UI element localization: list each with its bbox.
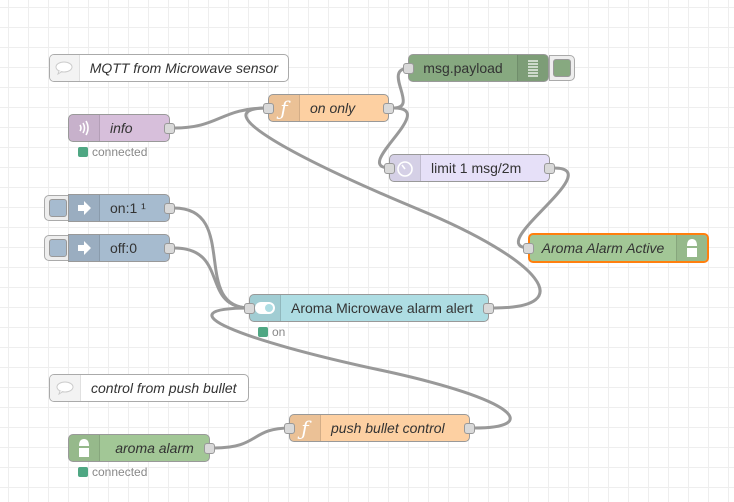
function-icon: ƒ [269, 95, 300, 121]
node-push-bullet-control[interactable]: ƒ push bullet control [284, 414, 475, 442]
output-port[interactable] [383, 103, 394, 114]
status-connected: connected [78, 145, 147, 159]
node-alarm-alert[interactable]: Aroma Microwave alarm alert [244, 294, 494, 322]
output-port[interactable] [164, 203, 175, 214]
radio-wave-icon [69, 115, 100, 141]
status-connected: connected [78, 465, 147, 479]
speech-bubble-icon [50, 55, 80, 81]
node-on1[interactable]: on:1 ¹ [68, 194, 175, 222]
wire-off0-to-alert[interactable] [173, 246, 251, 310]
output-port[interactable] [164, 243, 175, 254]
node-label: aroma alarm [115, 440, 194, 456]
debug-toggle-button[interactable] [549, 55, 575, 81]
node-aroma-alarm[interactable]: aroma alarm [68, 434, 215, 462]
status-dot [258, 327, 268, 337]
input-port[interactable] [263, 103, 274, 114]
input-port[interactable] [403, 63, 414, 74]
node-label: msg.payload [423, 60, 503, 76]
status-dot [78, 467, 88, 477]
status-text: connected [92, 145, 148, 159]
node-label: Aroma Microwave alarm alert [291, 300, 474, 316]
list-icon [517, 55, 548, 81]
arrow-right-icon [69, 195, 100, 221]
wire-aroma-alarm-to-push-control[interactable] [213, 426, 291, 450]
node-aroma-alarm-active[interactable]: Aroma Alarm Active [523, 233, 709, 263]
node-on-only[interactable]: ƒ on only [263, 94, 394, 122]
status-on: on [258, 325, 285, 339]
node-label: Aroma Alarm Active [541, 240, 665, 256]
output-port[interactable] [204, 443, 215, 454]
bullet-icon [676, 235, 707, 261]
function-icon: ƒ [290, 415, 321, 441]
comment-label: MQTT from Microwave sensor [89, 60, 278, 76]
node-label: limit 1 msg/2m [431, 160, 522, 176]
wire-on-only-to-limit[interactable] [378, 106, 409, 170]
output-port[interactable] [464, 423, 475, 434]
node-label: on:1 ¹ [110, 200, 146, 216]
comment-node-mqtt[interactable]: MQTT from Microwave sensor [49, 54, 289, 82]
output-port[interactable] [483, 303, 494, 314]
wire-on-only-to-debug[interactable] [393, 66, 411, 110]
status-text: on [272, 325, 286, 339]
input-port[interactable] [284, 423, 295, 434]
node-msg-payload[interactable]: msg.payload [403, 54, 549, 82]
input-port[interactable] [523, 243, 534, 254]
input-port[interactable] [384, 163, 395, 174]
node-label: off:0 [110, 240, 137, 256]
speech-bubble-icon [50, 375, 81, 401]
output-port[interactable] [164, 123, 175, 134]
comment-label: control from push bullet [91, 380, 237, 396]
comment-node-push-bullet[interactable]: control from push bullet [49, 374, 249, 402]
bullet-icon [69, 435, 100, 461]
inject-button-off[interactable] [44, 235, 72, 261]
wire-push-control-to-alert[interactable] [210, 306, 512, 430]
wire-limit-to-alarm-active[interactable] [516, 166, 570, 250]
timer-icon [390, 155, 421, 181]
node-label: push bullet control [331, 420, 445, 436]
output-port[interactable] [544, 163, 555, 174]
status-dot [78, 147, 88, 157]
status-text: connected [92, 465, 148, 479]
wire-alert-to-on-only[interactable] [244, 106, 542, 310]
toggle-icon [250, 295, 281, 321]
node-label: on only [310, 100, 356, 116]
node-off0[interactable]: off:0 [68, 234, 175, 262]
node-limit[interactable]: limit 1 msg/2m [384, 154, 555, 182]
wire-on1-to-alert[interactable] [173, 206, 251, 310]
node-label: info [110, 120, 133, 136]
input-port[interactable] [244, 303, 255, 314]
arrow-right-icon [69, 235, 100, 261]
node-info[interactable]: info [68, 114, 175, 142]
